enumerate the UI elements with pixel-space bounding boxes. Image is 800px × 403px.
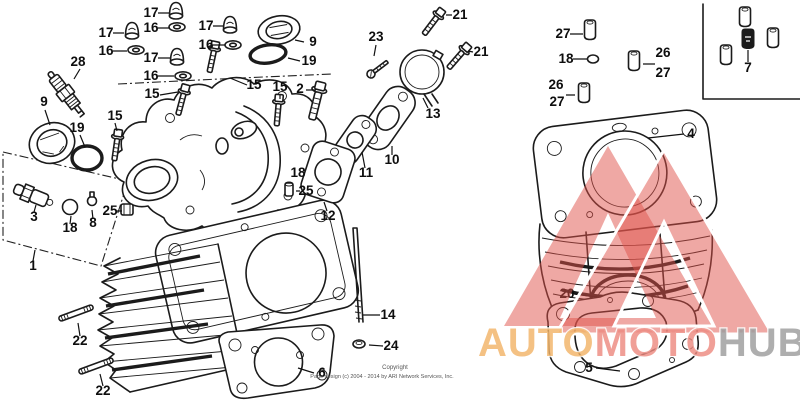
- acorn-nut-17-a: [168, 1, 184, 20]
- callout-24[interactable]: 24: [383, 338, 399, 353]
- watermark-triangle-left: [504, 146, 712, 326]
- copyright-line1: Copyright: [382, 365, 408, 371]
- callout-12[interactable]: 12: [320, 208, 335, 223]
- cap-box-1: [738, 6, 752, 28]
- callout-27[interactable]: 27: [655, 65, 670, 80]
- callout-17[interactable]: 17: [98, 25, 113, 40]
- callout-14[interactable]: 14: [380, 307, 396, 322]
- callout-1[interactable]: 1: [29, 258, 37, 273]
- gasket-12: [300, 140, 356, 204]
- callout-28[interactable]: 28: [70, 54, 86, 69]
- washer-16-c: [224, 39, 242, 51]
- callout-5[interactable]: 5: [585, 360, 593, 375]
- acorn-nut-17-c: [222, 15, 238, 34]
- watermark-text: AUTOMOTOHUB: [478, 321, 800, 365]
- washer-16-b: [127, 44, 145, 56]
- callout-22[interactable]: 22: [95, 383, 110, 398]
- bolt-21-a: [418, 4, 449, 39]
- tappet-cover-9-left: [28, 121, 76, 165]
- washer-16-d: [174, 71, 192, 81]
- callout-17[interactable]: 17: [143, 50, 158, 65]
- callout-16[interactable]: 16: [143, 20, 159, 35]
- callout-9[interactable]: 9: [40, 94, 48, 109]
- callout-9[interactable]: 9: [309, 34, 317, 49]
- callout-21[interactable]: 21: [473, 44, 489, 59]
- callout-16[interactable]: 16: [143, 68, 159, 83]
- callout-4[interactable]: 4: [687, 126, 695, 141]
- callout-26[interactable]: 26: [548, 77, 564, 92]
- stud-22-b: [77, 356, 115, 376]
- clamp-13: [399, 49, 445, 107]
- callout-8[interactable]: 8: [89, 215, 97, 230]
- callout-7[interactable]: 7: [744, 60, 752, 75]
- callout-21[interactable]: 21: [452, 7, 468, 22]
- cap-27-top: [583, 19, 597, 41]
- cap-box-2: [766, 27, 780, 49]
- callout-25[interactable]: 25: [298, 183, 314, 198]
- stud-22-a: [57, 303, 95, 323]
- callout-16[interactable]: 16: [98, 43, 114, 58]
- bolt-14: [352, 227, 364, 323]
- callout-15[interactable]: 15: [272, 79, 288, 94]
- clip-25-left: [120, 203, 134, 216]
- bolt-2: [308, 80, 328, 121]
- callout-19[interactable]: 19: [301, 53, 316, 68]
- callout-17[interactable]: 17: [198, 18, 213, 33]
- watermark-word-hub: HUB: [718, 321, 800, 365]
- callout-18[interactable]: 18: [290, 165, 306, 180]
- callout-11[interactable]: 11: [359, 165, 374, 180]
- cap-7: [741, 28, 755, 50]
- plug-8: [86, 191, 98, 207]
- callout-6[interactable]: 6: [318, 365, 326, 380]
- callout-25[interactable]: 25: [102, 203, 118, 218]
- o-ring-18-right: [586, 54, 600, 64]
- callout-23[interactable]: 23: [368, 29, 384, 44]
- callout-26[interactable]: 26: [655, 45, 671, 60]
- callout-27[interactable]: 27: [549, 94, 564, 109]
- cap-26-27-left: [577, 82, 591, 104]
- watermark-word-moto: MOTO: [595, 321, 718, 365]
- cap-26-27-right: [627, 50, 641, 72]
- cylinder-head-face-drawing: [154, 199, 360, 344]
- callout-16[interactable]: 16: [198, 37, 214, 52]
- o-ring-19-left: [70, 144, 104, 172]
- reference-box: [702, 3, 800, 100]
- washer-16-a: [168, 21, 186, 33]
- callout-2[interactable]: 2: [296, 81, 304, 96]
- callout-15[interactable]: 15: [144, 86, 160, 101]
- leader-lines: [32, 12, 749, 387]
- callout-27[interactable]: 27: [555, 26, 570, 41]
- screw-23: [364, 57, 391, 81]
- bolt-21-b: [443, 39, 475, 73]
- tappet-cover-9-top: [257, 14, 301, 46]
- acorn-nut-17-b: [124, 21, 140, 40]
- cap-box-3: [719, 44, 733, 66]
- callouts: 17 16 17 16 17 16 17 16 28 9 19 15 15 9 …: [29, 5, 752, 398]
- callout-17[interactable]: 17: [143, 5, 158, 20]
- callout-10[interactable]: 10: [384, 152, 399, 167]
- sensor-3: [12, 183, 54, 208]
- callout-15[interactable]: 15: [107, 108, 123, 123]
- callout-13[interactable]: 13: [425, 106, 441, 121]
- callout-18[interactable]: 18: [558, 51, 574, 66]
- callout-3[interactable]: 3: [30, 209, 38, 224]
- head-gasket-6-drawing: [218, 324, 335, 400]
- watermark: AUTOMOTOHUB: [477, 146, 800, 366]
- nut-24: [352, 339, 366, 349]
- callout-19[interactable]: 19: [69, 120, 84, 135]
- callout-15[interactable]: 15: [246, 77, 262, 92]
- joint-25-center: [284, 181, 294, 197]
- o-ring-19-top: [248, 43, 288, 65]
- watermark-word-auto: AUTO: [478, 321, 595, 365]
- watermark-triangle-right: [553, 147, 775, 336]
- callout-22[interactable]: 22: [72, 333, 87, 348]
- copyright-note: Copyright Page design (c) 2004 - 2014 by…: [310, 365, 454, 380]
- copyright-line2: Page design (c) 2004 - 2014 by ARI Netwo…: [310, 374, 454, 380]
- o-ring-18-left: [61, 198, 79, 216]
- callout-18[interactable]: 18: [62, 220, 78, 235]
- spark-plug-28: [47, 70, 85, 118]
- acorn-nut-17-d: [169, 47, 185, 66]
